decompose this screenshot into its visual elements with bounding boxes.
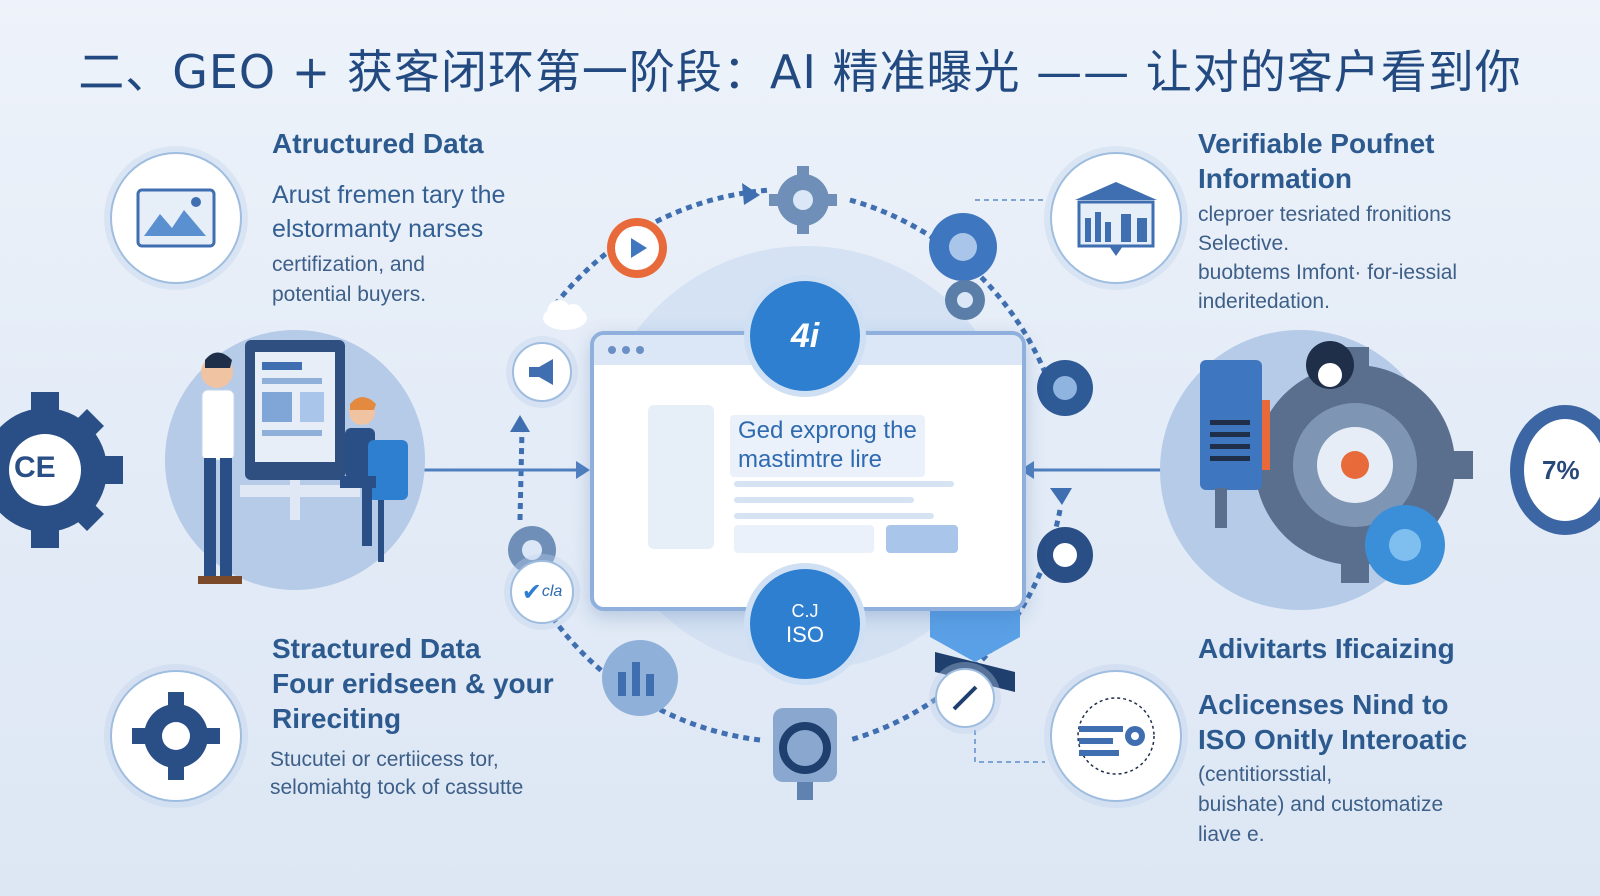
bottom-left-line-2: selomiahtg tock of cassutte <box>270 776 524 799</box>
bottom-right-line-1: (centitiorsstial, <box>1198 763 1333 786</box>
top-right-line-3: buobtems Imfont· for-iessial <box>1198 261 1458 284</box>
gear-icon <box>132 692 220 780</box>
top-right-line-1: cleproer tesriated fronitions <box>1198 203 1452 226</box>
bottom-right-heading: Adivitarts Ificaizing <box>1198 633 1455 664</box>
iso-badge-label: ISO <box>786 621 824 647</box>
top-left-line-4: potential buyers. <box>272 283 427 306</box>
content-line <box>734 497 914 503</box>
top-right-heading-1: Verifiable Poufnet <box>1198 128 1435 159</box>
page-title: 二、GEO + 获客闭环第一阶段：AI 精准曝光 —— 让对的客户看到你 <box>78 45 1522 99</box>
window-dot <box>636 346 644 354</box>
content-line <box>734 481 954 487</box>
image-card-icon <box>110 152 242 284</box>
top-left-line-3: certifization, and <box>272 253 425 276</box>
bottom-right-line-2: buishate) and customatize <box>1198 793 1444 816</box>
building-chart-icon <box>1050 152 1182 284</box>
ai-badge: 4i <box>744 275 866 397</box>
content-line <box>734 513 934 519</box>
bottom-right-sub-2: ISO Onitly Interoatic <box>1198 724 1468 755</box>
sidebar-panel <box>648 405 714 549</box>
bottom-left-heading-2: Four eridseen & your <box>272 668 554 699</box>
window-dot <box>622 346 630 354</box>
top-right-line-2: Selective. <box>1198 232 1290 255</box>
percent-label: 7% <box>1542 454 1580 485</box>
bottom-left-line-1: Stucutei or certiicess tor, <box>270 748 499 771</box>
building-icon <box>1075 182 1157 256</box>
landscape-icon <box>136 188 216 248</box>
bottom-left-heading-1: Stractured Data <box>272 633 481 664</box>
top-right-line-4: inderitedation. <box>1198 290 1330 313</box>
browser-line-2: mastimtre lire <box>738 445 883 473</box>
top-right-heading-2: Information <box>1198 163 1352 194</box>
top-left-heading: Atructured Data <box>272 128 484 159</box>
window-dot <box>608 346 616 354</box>
action-button <box>886 525 958 553</box>
browser-line-1: Ged exprong the <box>738 417 917 444</box>
check-icon: ✔ cla <box>510 560 574 624</box>
ai-badge-label: 4i <box>790 316 820 355</box>
gear-circle-icon <box>110 670 242 802</box>
iso-badge: C.J ISO <box>744 563 866 685</box>
check-label: cla <box>541 583 563 600</box>
settings-list-icon <box>1050 670 1182 802</box>
bottom-right-line-3: liave e. <box>1198 823 1265 846</box>
top-left-line-2: elstormanty narses <box>272 215 484 243</box>
ce-gear-label: CE <box>14 451 56 484</box>
bottom-right-sub-1: Aclicenses Nind to <box>1198 689 1449 720</box>
megaphone-icon <box>512 342 572 402</box>
list-gear-icon <box>1077 697 1155 775</box>
browser-headline: Ged exprong the mastimtre lire <box>730 415 925 477</box>
iso-badge-icon: C.J <box>791 600 819 621</box>
bottom-left-heading-3: Rireciting <box>272 703 402 734</box>
input-placeholder <box>734 525 874 553</box>
pen-icon <box>935 668 995 728</box>
top-left-line-1: Arust fremen tary the <box>272 181 506 209</box>
